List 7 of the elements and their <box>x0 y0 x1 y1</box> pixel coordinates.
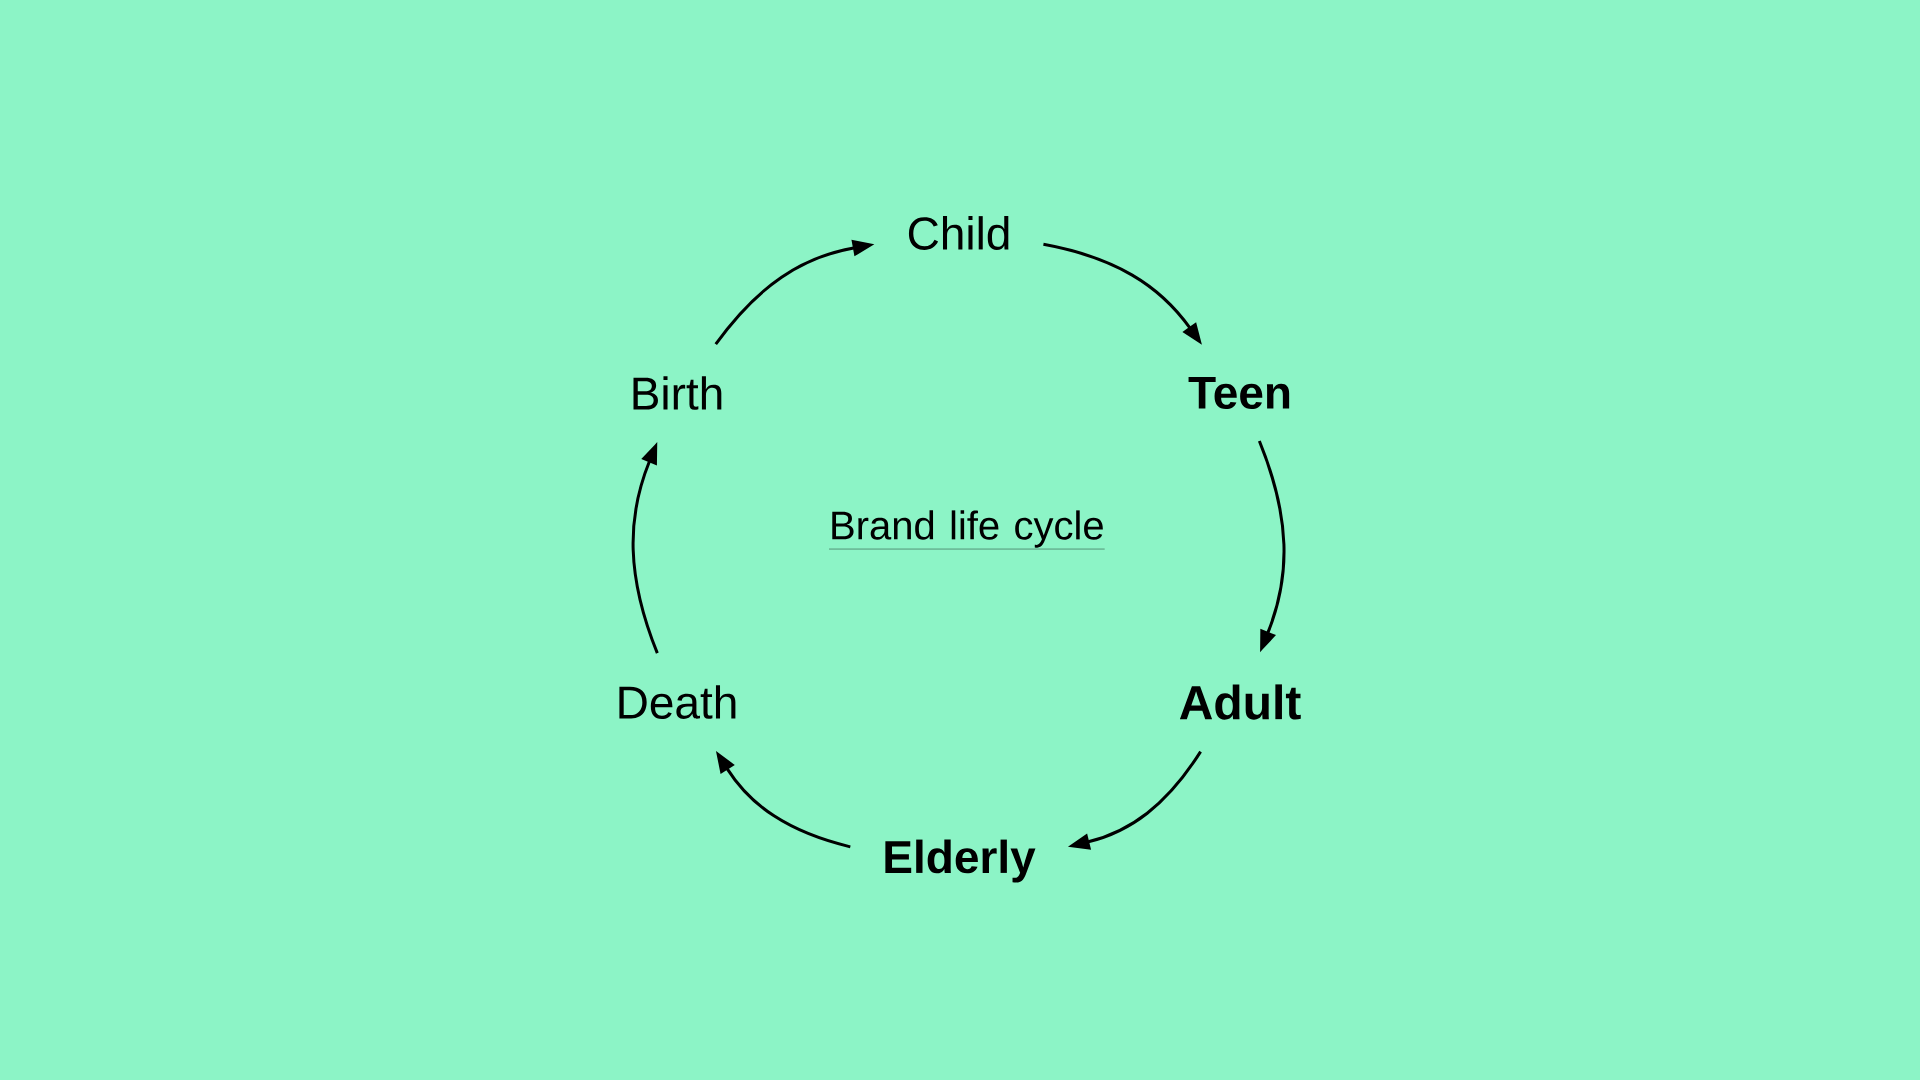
stage-label: Birth <box>633 376 722 410</box>
stage-label: Teen <box>1188 376 1290 410</box>
stage-label: Elderly <box>885 839 1036 883</box>
underlined-title: Brand life cycle <box>828 510 1105 550</box>
stage-label: Adult <box>1179 684 1301 720</box>
stage-label: Death <box>619 685 736 719</box>
stage-label: Child <box>908 216 1009 250</box>
